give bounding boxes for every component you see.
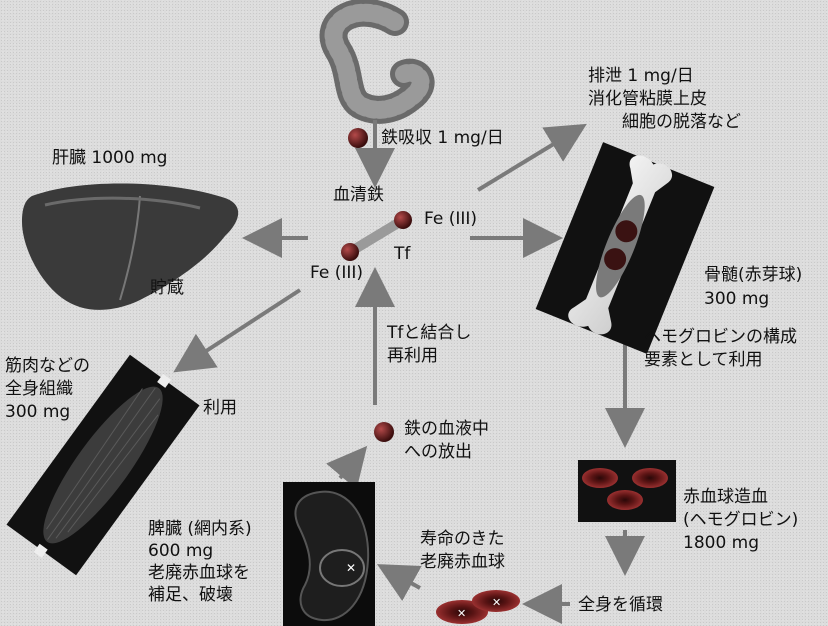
- svg-text:✕: ✕: [492, 596, 501, 609]
- bone-marrow-illustration: [536, 140, 716, 354]
- intestine-illustration: [334, 13, 421, 110]
- spleen-label: 脾臓 (網内系) 600 mg 老廃赤血球を 補足、破壊: [148, 518, 252, 606]
- erythropoiesis-label: 赤血球造血 (ヘモグロビン) 1800 mg: [683, 486, 798, 555]
- storage-label: 貯蔵: [150, 278, 184, 299]
- arrow-spleen-to-release: [340, 452, 362, 478]
- fe3-left-label: Fe (III): [310, 263, 363, 284]
- tf-label: Tf: [394, 244, 410, 265]
- muscle-label: 筋肉などの 全身組織 300 mg: [5, 355, 90, 424]
- aged-red-blood-cells: ✕ ✕: [436, 590, 520, 624]
- fe3-right-label: Fe (III): [424, 209, 477, 230]
- spleen-x-marker: ✕: [346, 561, 356, 575]
- tf-rebind-label: Tfと結合し 再利用: [387, 322, 471, 368]
- iron-ball-release: [374, 422, 394, 442]
- absorption-label: 鉄吸収 1 mg/日: [381, 128, 504, 149]
- svg-text:✕: ✕: [457, 607, 466, 620]
- red-blood-cells-illustration: [578, 460, 676, 522]
- blood-release-label: 鉄の血液中 への放出: [404, 418, 489, 464]
- iron-ball-absorption: [348, 128, 368, 148]
- arrow-to-muscle: [180, 290, 300, 368]
- hemoglobin-use-label: ヘモグロビンの構成 要素として利用: [644, 326, 797, 372]
- arrow-aged-to-spleen: [384, 568, 420, 588]
- circulation-label: 全身を循環: [578, 595, 663, 616]
- bone-marrow-label: 骨髄(赤芽球) 300 mg: [704, 264, 802, 312]
- aged-rbc-label: 寿命のきた 老廃赤血球: [420, 528, 505, 574]
- utilization-label: 利用: [203, 398, 237, 419]
- serum-iron-label: 血清鉄: [333, 185, 384, 206]
- liver-title: 肝臓 1000 mg: [52, 148, 167, 169]
- liver-illustration: [22, 183, 238, 309]
- excretion-label: 排泄 1 mg/日 消化管粘膜上皮 細胞の脱落など: [588, 65, 741, 134]
- spleen-illustration: ✕: [283, 482, 375, 626]
